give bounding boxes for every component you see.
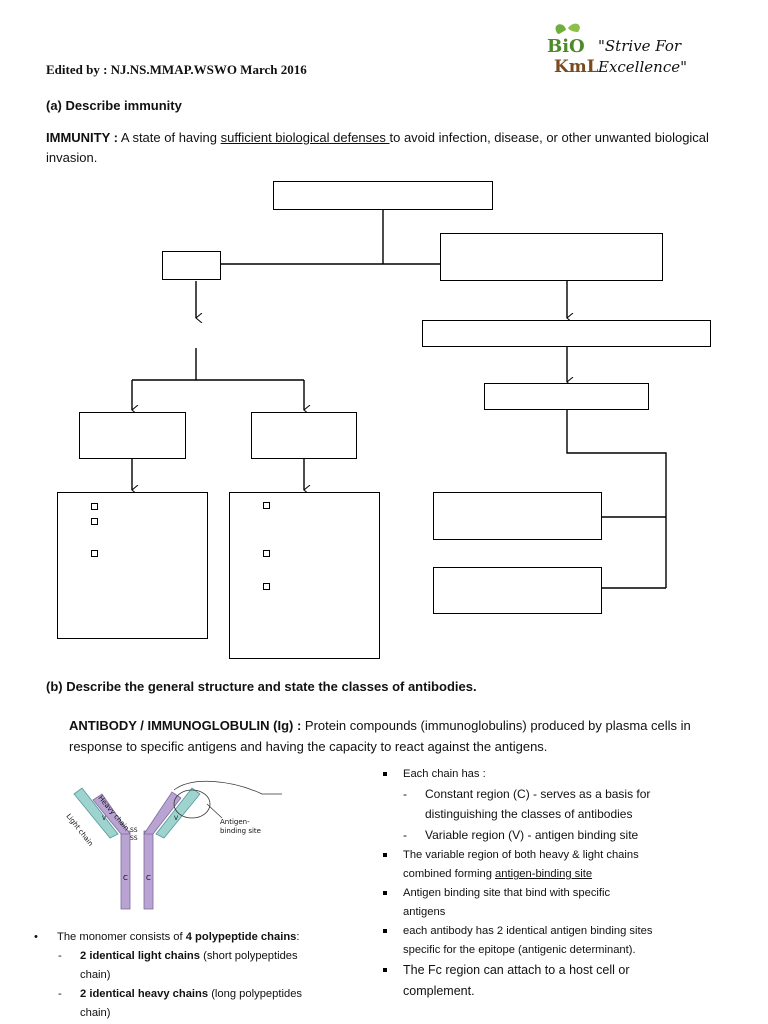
each-chain-text: Each chain has : [403,768,486,780]
flow-box-right [440,233,663,281]
variable-region-line: - Variable region (V) - antigen binding … [383,824,683,846]
diagram-v-label: V [102,815,107,822]
variable-combined-line: The variable region of both heavy & ligh… [383,846,663,884]
variable-text: Variable region (V) - antigen binding si… [425,828,639,842]
checkbox-icon [263,550,270,557]
flow-list-box-b [229,492,380,659]
light-chain-line: - 2 identical light chains (short polype… [34,947,320,985]
monomer-colon: : [296,931,300,943]
svg-text:BiO: BiO [547,36,585,57]
diagram-antigen-label: Antigen- [220,818,250,826]
biokml-logo: BiO KmL [544,20,599,78]
flow-box-left [162,251,221,280]
light-bold: 2 identical light chains [80,950,200,962]
fc-text: The Fc region can attach to a host cell … [403,963,630,998]
bullet-icon: • [34,931,38,943]
antigen-binding-site-underlined: antigen-binding site [495,868,593,880]
diagram-ss-label: SS [130,827,138,834]
flow-box-root [273,181,493,210]
each-antibody-text: each antibody has 2 identical antigen bi… [403,925,653,956]
constant-text: Constant region (C) - serves as a basis … [425,787,651,821]
section-a-heading: (a) Describe immunity [46,98,182,113]
diagram-c-label: C [146,874,151,882]
fc-line: The Fc region can attach to a host cell … [383,960,663,1002]
each-chain-line: Each chain has : [383,765,683,784]
section-b-heading: (b) Describe the general structure and s… [46,679,477,694]
monomer-text: The monomer consists of [57,931,186,943]
bullet-icon [383,853,387,857]
flow-box-left-a [79,412,186,459]
diagram-light-chain-label: Light chain [64,812,94,847]
heavy-text: (long polypeptides chain) [80,988,303,1019]
light-text: (short polypeptides chain) [80,950,298,981]
checkbox-icon [263,583,270,590]
bullet-icon [383,929,387,933]
def-text-2: to avoid infection, disease, or other un… [46,130,709,165]
dash-icon: - [58,988,62,1000]
bullet-icon [383,968,387,972]
chain-notes: Each chain has : - Constant region (C) -… [383,765,683,1002]
binding-site-line: Antigen binding site that bind with spec… [383,884,643,922]
def-text-1: A state of having [117,130,221,145]
flow-box-right-2 [422,320,711,347]
flow-box-right-b [433,567,602,614]
antibody-diagram: Heavy chain Light chain C C SS SS V V An… [64,780,282,910]
slogan-line-1: "Strive For [598,37,682,55]
flow-list-box-a [57,492,208,639]
flow-box-left-b [251,412,357,459]
checkbox-icon [91,518,98,525]
diagram-c-label: C [123,874,128,882]
each-antibody-line: each antibody has 2 identical antigen bi… [383,922,683,960]
binding-site-text: Antigen binding site that bind with spec… [403,887,611,918]
diagram-v-label: V [174,815,179,822]
bullet-icon [383,772,387,776]
heavy-chain-line: - 2 identical heavy chains (long polypep… [34,985,320,1023]
slogan-line-2: Excellence" [598,58,687,76]
immunity-definition: IMMUNITY : A state of having sufficient … [46,128,716,168]
def-underlined: sufficient biological defenses [220,130,390,145]
editor-credit: Edited by : NJ.NS.MMAP.WSWO March 2016 [46,62,307,77]
variable-combined-text: The variable region of both heavy & ligh… [403,849,639,880]
immunity-term: IMMUNITY : [46,130,118,145]
diagram-antigen-label-2: binding site [220,827,261,835]
heavy-bold: 2 identical heavy chains [80,988,209,1000]
dash-icon: - [58,950,62,962]
constant-region-line: - Constant region (C) - serves as a basi… [383,784,675,824]
checkbox-icon [91,550,98,557]
svg-text:KmL: KmL [554,57,598,77]
monomer-bold: 4 polypeptide chains [185,931,297,943]
checkbox-icon [263,502,270,509]
dash-icon: - [403,787,407,801]
antibody-def-text: Protein compounds (immunoglobulins) prod… [69,718,691,754]
antibody-definition: ANTIBODY / IMMUNOGLOBULIN (Ig) : Protein… [69,715,709,757]
bullet-icon [383,891,387,895]
diagram-ss-label: SS [130,835,138,842]
immunity-flowchart-lines [0,209,667,700]
checkbox-icon [91,503,98,510]
flow-box-right-a [433,492,602,540]
dash-icon: - [403,828,407,842]
logo-slogan: "Strive For Excellence" [598,36,748,78]
monomer-notes: • The monomer consists of 4 polypeptide … [34,928,324,1023]
monomer-line: • The monomer consists of 4 polypeptide … [34,928,324,947]
flow-box-right-3 [484,383,649,410]
antibody-term: ANTIBODY / IMMUNOGLOBULIN (Ig) : [69,718,302,733]
